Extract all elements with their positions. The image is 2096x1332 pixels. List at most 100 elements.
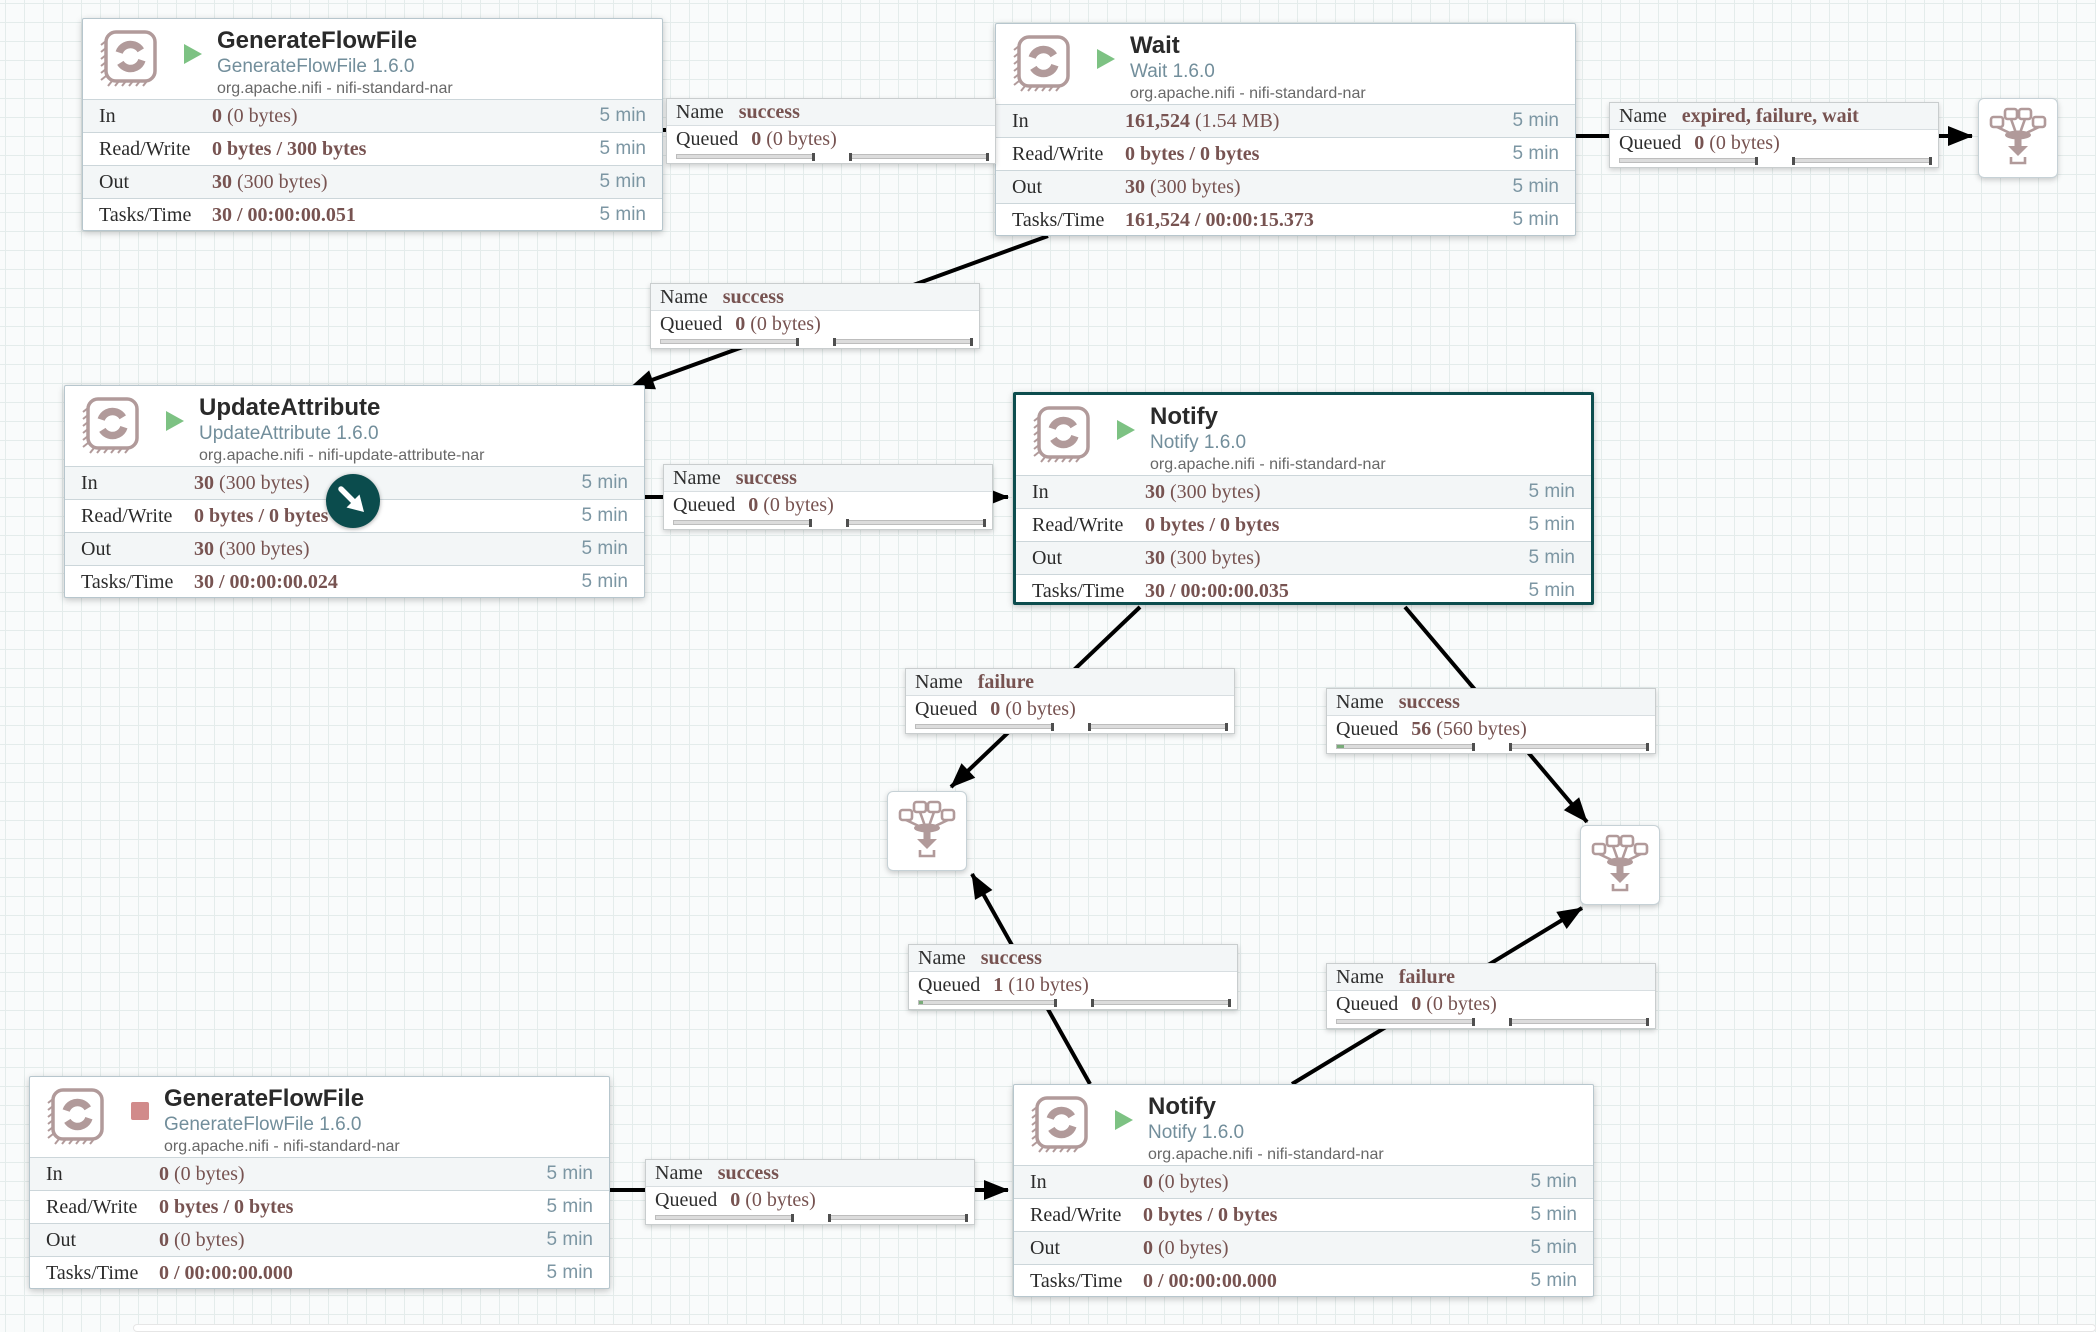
- connection-label[interactable]: Name failure Queued 0 (0 bytes): [905, 668, 1235, 734]
- stat-window: 5 min: [546, 1163, 593, 1184]
- stat-value: 0 bytes / 0 bytes: [194, 504, 329, 527]
- processor-name: UpdateAttribute: [199, 394, 381, 421]
- processor-node[interactable]: Notify Notify 1.6.0 org.apache.nifi - ni…: [1013, 392, 1594, 605]
- processor-bundle: org.apache.nifi - nifi-standard-nar: [1130, 85, 1366, 102]
- stat-window: 5 min: [1512, 209, 1559, 230]
- processor-node[interactable]: GenerateFlowFile GenerateFlowFile 1.6.0 …: [82, 18, 663, 231]
- queued-field-label: Queued: [676, 128, 739, 150]
- queue-count-bar: [915, 723, 1054, 731]
- queued-value: 0 (0 bytes): [735, 313, 821, 335]
- funnel-node[interactable]: [1580, 825, 1660, 905]
- connection-label[interactable]: Name success Queued 0 (0 bytes): [645, 1159, 975, 1225]
- connection-label[interactable]: Name success Queued 0 (0 bytes): [666, 98, 996, 164]
- queue-indicators: [909, 999, 1237, 1009]
- stat-row: In 30 (300 bytes) 5 min: [1016, 475, 1591, 508]
- queue-indicators: [651, 338, 979, 348]
- processor-node[interactable]: GenerateFlowFile GenerateFlowFile 1.6.0 …: [29, 1076, 610, 1289]
- name-field-label: Name: [673, 466, 721, 489]
- queue-count-bar: [660, 338, 799, 346]
- processor-stamp-icon: [1028, 1095, 1090, 1164]
- stat-window: 5 min: [1512, 176, 1559, 197]
- stat-label: In: [46, 1162, 63, 1185]
- stat-label: In: [1012, 109, 1029, 132]
- stat-row: In 0 (0 bytes) 5 min: [1014, 1165, 1593, 1198]
- connection-queued-row: Queued 0 (0 bytes): [1610, 130, 1938, 157]
- stat-row: Tasks/Time 30 / 00:00:00.024 5 min: [65, 565, 644, 598]
- queued-value: 0 (0 bytes): [1694, 132, 1780, 154]
- name-field-label: Name: [915, 670, 963, 693]
- funnel-node[interactable]: [1978, 98, 2058, 178]
- stat-row: Read/Write 0 bytes / 0 bytes 5 min: [1016, 508, 1591, 541]
- processor-node[interactable]: Wait Wait 1.6.0 org.apache.nifi - nifi-s…: [995, 23, 1576, 236]
- processor-stamp-icon: [1010, 34, 1072, 103]
- processor-stats: In 0 (0 bytes) 5 min Read/Write 0 bytes …: [83, 99, 662, 231]
- queued-field-label: Queued: [1336, 718, 1399, 740]
- processor-stamp-icon: [97, 29, 159, 98]
- horizontal-scrollbar[interactable]: [133, 1324, 2096, 1332]
- connection-queued-row: Queued 1 (10 bytes): [909, 972, 1237, 999]
- stat-row: Read/Write 0 bytes / 0 bytes 5 min: [30, 1190, 609, 1223]
- connection-label[interactable]: Name success Queued 56 (560 bytes): [1326, 688, 1656, 754]
- connection-label[interactable]: Name success Queued 0 (0 bytes): [650, 283, 980, 349]
- connection-queued-row: Queued 0 (0 bytes): [664, 492, 992, 519]
- connection-label[interactable]: Name failure Queued 0 (0 bytes): [1326, 963, 1656, 1029]
- stat-row: Out 0 (0 bytes) 5 min: [1014, 1231, 1593, 1264]
- stat-label: Out: [1032, 546, 1062, 569]
- queued-field-label: Queued: [655, 1189, 718, 1211]
- running-icon: [1114, 1109, 1134, 1130]
- stat-label: Tasks/Time: [99, 203, 192, 226]
- stat-value: 0 (0 bytes): [1143, 1170, 1229, 1193]
- stat-label: In: [99, 104, 116, 127]
- queued-field-label: Queued: [660, 313, 723, 335]
- funnel-node[interactable]: [887, 791, 967, 871]
- stat-row: Read/Write 0 bytes / 0 bytes 5 min: [996, 137, 1575, 170]
- connection-label[interactable]: Name success Queued 0 (0 bytes): [663, 464, 993, 530]
- stat-label: Read/Write: [46, 1195, 138, 1218]
- connection-name-row: Name failure: [906, 669, 1234, 696]
- stat-window: 5 min: [1528, 514, 1575, 535]
- processor-node[interactable]: Notify Notify 1.6.0 org.apache.nifi - ni…: [1013, 1084, 1594, 1297]
- connection-name-value: success: [722, 285, 784, 308]
- queue-size-bar: [1792, 157, 1932, 165]
- queued-field-label: Queued: [915, 698, 978, 720]
- queued-field-label: Queued: [1336, 993, 1399, 1015]
- stat-label: In: [81, 471, 98, 494]
- stat-window: 5 min: [546, 1262, 593, 1283]
- processor-bundle: org.apache.nifi - nifi-standard-nar: [217, 80, 453, 97]
- name-field-label: Name: [676, 100, 724, 123]
- queued-field-label: Queued: [918, 974, 981, 996]
- funnel-icon: [898, 800, 956, 863]
- stat-value: 30 (300 bytes): [212, 170, 328, 193]
- processor-header: Notify Notify 1.6.0 org.apache.nifi - ni…: [1014, 1085, 1593, 1165]
- stat-value: 30 (300 bytes): [1145, 480, 1261, 503]
- stat-row: Tasks/Time 30 / 00:00:00.035 5 min: [1016, 574, 1591, 607]
- stat-window: 5 min: [581, 571, 628, 592]
- stat-value: 0 (0 bytes): [212, 104, 298, 127]
- processor-name: Wait: [1130, 32, 1180, 59]
- stat-label: Out: [46, 1228, 76, 1251]
- running-icon: [1116, 419, 1136, 440]
- stat-row: Tasks/Time 0 / 00:00:00.000 5 min: [1014, 1264, 1593, 1297]
- processor-header: GenerateFlowFile GenerateFlowFile 1.6.0 …: [30, 1077, 609, 1157]
- running-icon: [183, 43, 203, 64]
- processor-type: Wait 1.6.0: [1130, 61, 1215, 82]
- stat-row: Read/Write 0 bytes / 0 bytes 5 min: [1014, 1198, 1593, 1231]
- stat-row: In 161,524 (1.54 MB) 5 min: [996, 104, 1575, 137]
- stat-label: Tasks/Time: [1012, 208, 1105, 231]
- processor-node[interactable]: UpdateAttribute UpdateAttribute 1.6.0 or…: [64, 385, 645, 598]
- name-field-label: Name: [655, 1161, 703, 1184]
- processor-type: GenerateFlowFile 1.6.0: [217, 56, 415, 77]
- stat-row: In 0 (0 bytes) 5 min: [30, 1157, 609, 1190]
- queue-indicators: [646, 1214, 974, 1224]
- connection-label[interactable]: Name expired, failure, wait Queued 0 (0 …: [1609, 102, 1939, 168]
- stat-label: Read/Write: [1012, 142, 1104, 165]
- processor-stats: In 0 (0 bytes) 5 min Read/Write 0 bytes …: [1014, 1165, 1593, 1297]
- connection-label[interactable]: Name success Queued 1 (10 bytes): [908, 944, 1238, 1010]
- queue-size-bar: [849, 153, 989, 161]
- stat-window: 5 min: [599, 105, 646, 126]
- connection-queued-row: Queued 0 (0 bytes): [646, 1187, 974, 1214]
- processor-bundle: org.apache.nifi - nifi-standard-nar: [1150, 456, 1386, 473]
- processor-header: GenerateFlowFile GenerateFlowFile 1.6.0 …: [83, 19, 662, 99]
- connection-queued-row: Queued 0 (0 bytes): [651, 311, 979, 338]
